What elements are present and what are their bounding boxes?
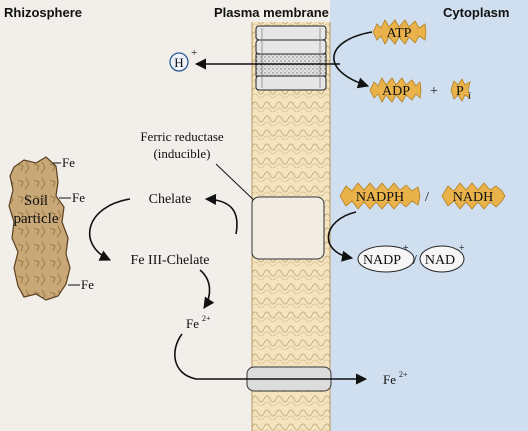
chelate-label: Chelate [149, 192, 192, 207]
cofactor-separator: / [425, 190, 429, 205]
rhizosphere-label: Rhizosphere [4, 5, 82, 20]
proton-pump [255, 25, 327, 91]
nadp-label: NADP [363, 253, 401, 268]
nadph-label: NADPH [356, 190, 404, 205]
nadp-oval: NADP + [357, 243, 415, 273]
soil-particle [8, 156, 71, 301]
fe3-chelate-label: Fe III-Chelate [131, 253, 210, 268]
adp-burst: ADP [369, 77, 422, 103]
nadh-burst: NADH [441, 182, 506, 210]
nadp-charge: + [403, 243, 409, 254]
proton-ion: H + [169, 47, 197, 72]
soil-label-line2: particle [14, 211, 59, 227]
proton-charge: + [191, 47, 197, 59]
reductase-pointer-line [215, 163, 259, 205]
adp-label: ADP [382, 84, 410, 99]
proton-symbol: H [174, 55, 183, 70]
nadph-burst: NADPH [339, 182, 421, 210]
nad-oval: NAD + [419, 243, 465, 273]
nadp-nad-separator: / [413, 253, 417, 268]
phosphate-burst: P i [450, 78, 471, 102]
chelation-arrow [88, 198, 131, 261]
phosphate-label: P [456, 84, 464, 99]
chelate-release-arrow [204, 193, 238, 235]
fe2-rhizosphere-charge: 2+ [202, 314, 211, 323]
ferric-reductase-protein [251, 196, 325, 260]
plasma-membrane-label: Plasma membrane [214, 5, 329, 20]
nadph-oxidation-arrow [327, 211, 357, 262]
ferric-reductase-inducible: (inducible) [153, 146, 210, 161]
soil-fe-label-2: Fe [72, 190, 85, 205]
adp-plus: + [430, 84, 438, 99]
fe2-cytoplasm-charge: 2+ [399, 370, 408, 379]
atp-burst: ATP [372, 19, 427, 45]
soil-label: Soil [24, 193, 48, 209]
fe2-rhizosphere-label: Fe [186, 316, 199, 331]
nadh-label: NADH [453, 190, 493, 205]
nad-label: NAD [425, 253, 455, 268]
nad-charge: + [459, 243, 465, 254]
fe2-uptake-arrow [174, 333, 368, 385]
fe2-cytoplasm-label: Fe [383, 372, 396, 387]
cytoplasm-region [330, 0, 528, 431]
cytoplasm-label: Cytoplasm [443, 5, 509, 20]
soil-fe-label-3: Fe [81, 277, 94, 292]
fe-reduction-arrow [199, 269, 215, 309]
phosphate-subscript: i [468, 91, 471, 102]
atp-label: ATP [387, 26, 412, 41]
soil-fe-label-1: Fe [62, 155, 75, 170]
ferric-reductase-label: Ferric reductase [140, 129, 224, 144]
atp-hydrolysis-arrow [333, 31, 373, 89]
